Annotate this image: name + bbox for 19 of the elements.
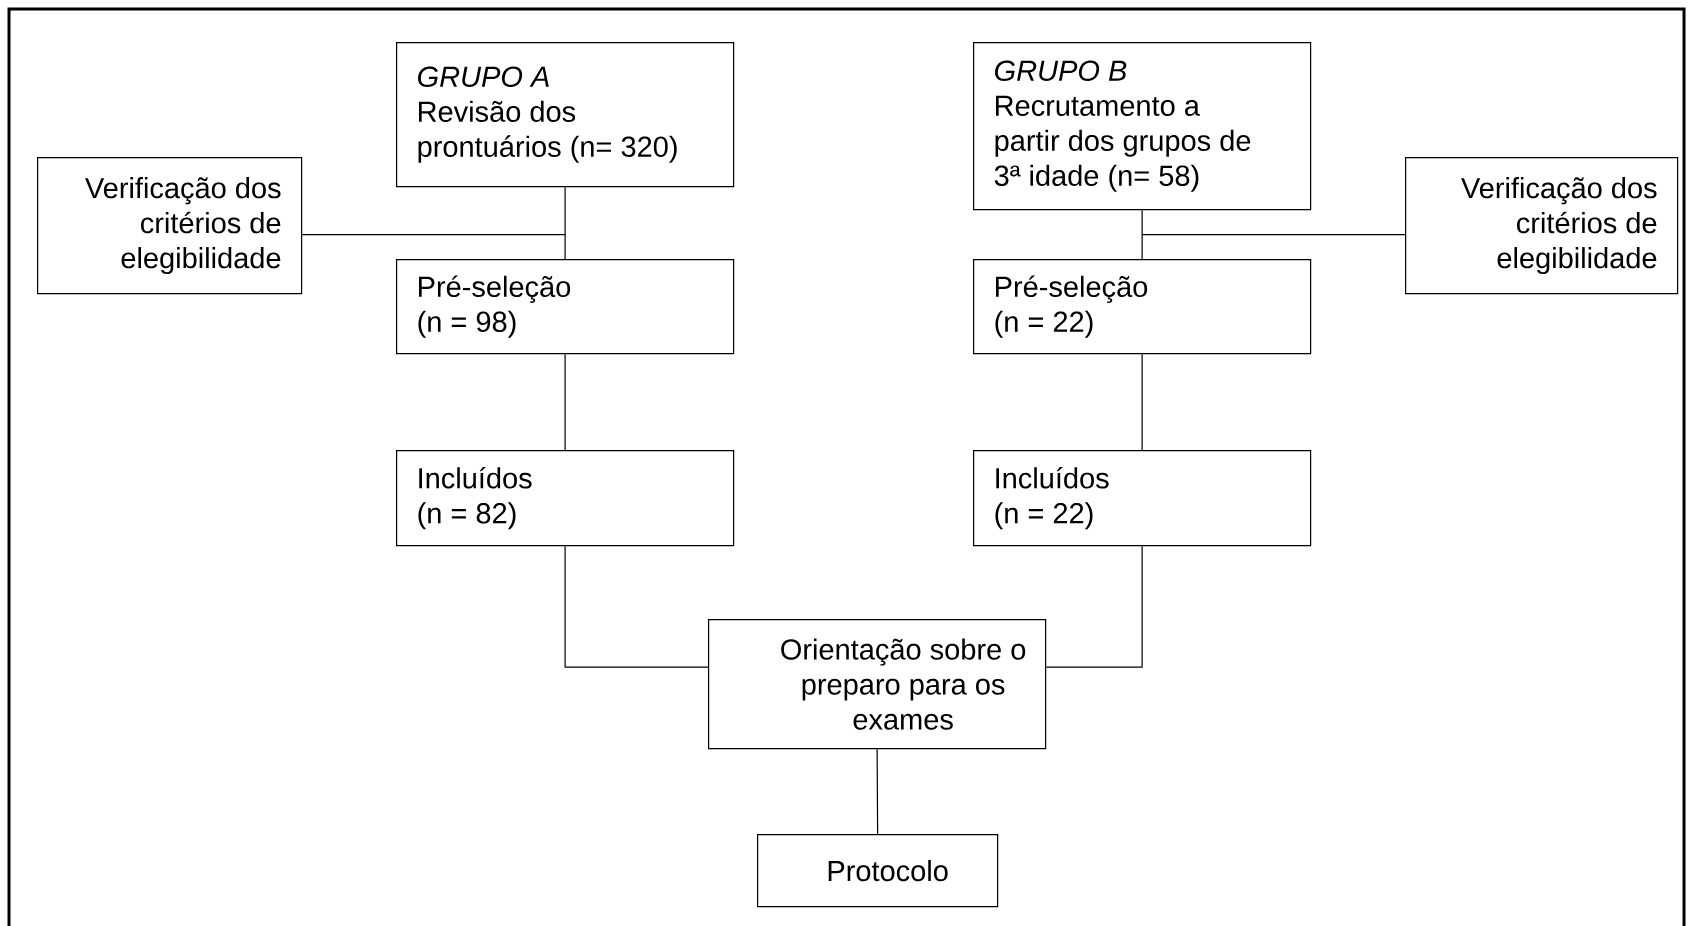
connector-line — [1141, 234, 1406, 236]
criteria-box: Verificação dos critérios de elegibilidade — [1405, 157, 1679, 295]
criteria-box: Verificação dos critérios de elegibilidade — [37, 157, 303, 295]
connector-line — [1141, 209, 1143, 260]
connector-line — [564, 353, 566, 451]
process-box: Protocolo — [757, 834, 999, 908]
connector-line — [564, 186, 566, 260]
connector-line — [1141, 353, 1143, 451]
process-box: Incluídos (n = 22) — [973, 450, 1312, 547]
connector-line — [564, 545, 709, 668]
connector-line — [876, 748, 879, 835]
process-box: GRUPO B Recrutamento a partir dos grupos de 3ª idade (n= 58) — [973, 42, 1312, 211]
process-box: Orientação sobre o preparo para os exames — [708, 619, 1047, 750]
process-box: GRUPO A Revisão dos prontuários (n= 320) — [396, 42, 735, 188]
process-box: Incluídos (n = 82) — [396, 450, 735, 547]
process-box: Pré-seleção (n = 98) — [396, 259, 735, 355]
connector-line — [1045, 545, 1143, 668]
connector-line — [301, 234, 566, 236]
process-box: Pré-seleção (n = 22) — [973, 259, 1312, 355]
